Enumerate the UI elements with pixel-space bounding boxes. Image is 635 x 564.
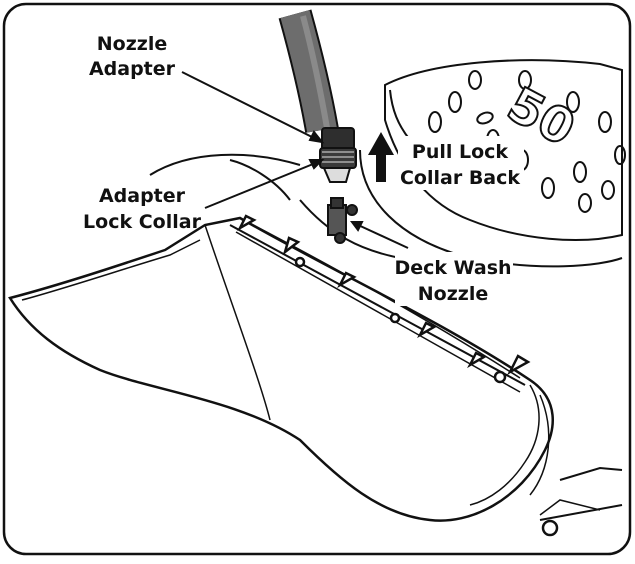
label-pull-lock-collar-back-line2: Collar Back (400, 167, 520, 189)
label-pull-lock-collar-back-line1: Pull Lock (412, 141, 509, 163)
discharge-chute (8, 214, 601, 537)
label-deck-wash-nozzle-line2: Nozzle (418, 283, 488, 305)
label-pull-lock-collar-back: Pull Lock Collar Back (398, 136, 524, 190)
label-adapter-lock-collar-line2: Lock Collar (83, 211, 202, 233)
nozzle-adapter-part (319, 127, 357, 183)
pull-up-arrow (368, 132, 394, 182)
label-deck-wash-nozzle-line1: Deck Wash (394, 257, 511, 279)
label-adapter-lock-collar-line1: Adapter (99, 185, 186, 207)
hose (278, 9, 339, 133)
label-deck-wash-nozzle: Deck Wash Nozzle (394, 252, 513, 306)
deck-edge (149, 153, 623, 521)
label-adapter-lock-collar: Adapter Lock Collar (83, 185, 202, 233)
deck-wash-nozzle-part (327, 197, 358, 244)
leader-lines (181, 71, 409, 249)
label-nozzle-adapter-line1: Nozzle (97, 33, 167, 55)
label-nozzle-adapter: Nozzle Adapter (89, 33, 176, 80)
label-nozzle-adapter-line2: Adapter (89, 58, 176, 80)
